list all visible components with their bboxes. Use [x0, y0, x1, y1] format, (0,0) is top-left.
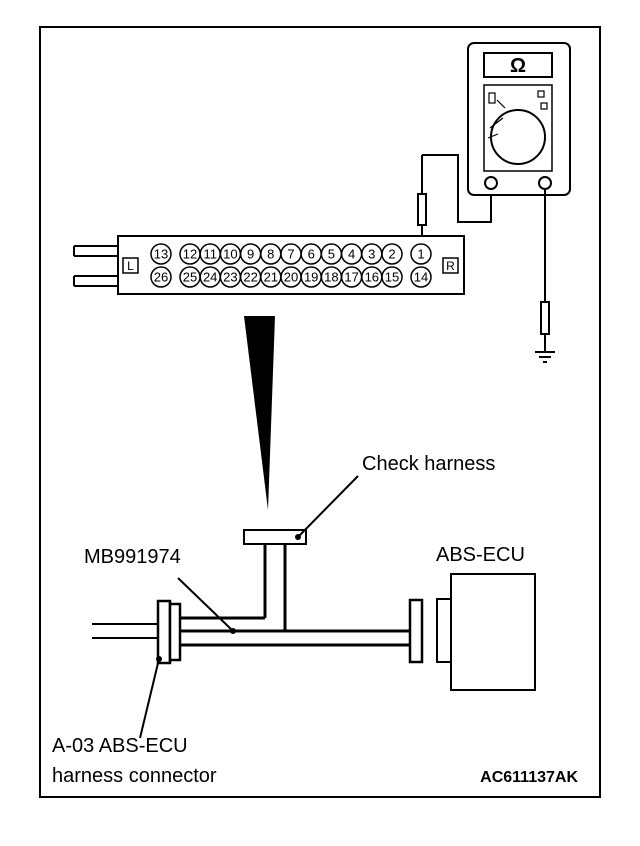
pin-label-12: 12 — [183, 247, 197, 262]
meter-display — [483, 52, 553, 78]
pin-label-7: 7 — [287, 247, 294, 262]
selector-dial — [490, 109, 546, 165]
right-marker-box — [442, 257, 459, 274]
pin-label-25: 25 — [183, 270, 197, 285]
mb991974-harness — [92, 598, 424, 665]
left-connector-flange — [156, 599, 172, 665]
pin-label-15: 15 — [385, 270, 399, 285]
pin-label-9: 9 — [247, 247, 254, 262]
mb-part-label: MB991974 — [84, 546, 181, 568]
pin-label-10: 10 — [223, 247, 237, 262]
pin-label-13: 13 — [154, 247, 168, 262]
pin-circle-14 — [410, 266, 432, 288]
left-marker-box — [122, 257, 139, 274]
abs-ecu — [436, 573, 536, 691]
meter-terminal-positive — [484, 176, 498, 190]
pin-label-21: 21 — [264, 270, 278, 285]
connector-label-line1: A-03 ABS-ECU — [52, 735, 188, 757]
pin-label-18: 18 — [324, 270, 338, 285]
pin-circle-2 — [381, 243, 403, 265]
meter-terminal-negative — [538, 176, 552, 190]
pin-label-20: 20 — [284, 270, 298, 285]
pin-label-2: 2 — [388, 247, 395, 262]
positive-test-probe — [417, 154, 492, 236]
pin-label-11: 11 — [203, 247, 217, 262]
left-marker: L — [127, 259, 134, 273]
pin-label-24: 24 — [203, 270, 217, 285]
probe-lead-positive — [422, 154, 492, 223]
check-harness-leader — [297, 475, 359, 538]
abs-ecu-body — [450, 573, 536, 691]
view-pointer-wedge — [244, 316, 275, 510]
bottom-pin-row: 26 25 24 23 22 21 20 19 18 17 16 15 14 — [150, 266, 432, 288]
connector-leader — [139, 658, 160, 739]
pin-label-4: 4 — [348, 247, 355, 262]
pin-label-3: 3 — [368, 247, 375, 262]
right-marker: R — [446, 259, 455, 273]
pin-label-17: 17 — [344, 270, 358, 285]
pin-label-19: 19 — [304, 270, 318, 285]
ohm-symbol: Ω — [510, 55, 526, 77]
pin-label-22: 22 — [243, 270, 257, 285]
mb-part-leader — [177, 577, 234, 632]
pin-circle-13 — [150, 243, 172, 265]
figure-code: AC611137AK — [480, 769, 578, 786]
check-harness-label: Check harness — [362, 453, 495, 475]
pin-label-14: 14 — [414, 270, 428, 285]
check-harness — [243, 529, 307, 631]
pin-label-8: 8 — [267, 247, 274, 262]
ground-test-probe — [535, 189, 555, 363]
pin-label-23: 23 — [223, 270, 237, 285]
connector-label-line2: harness connector — [52, 765, 217, 787]
pin-label-1: 1 — [417, 247, 424, 262]
pin-circle-26 — [150, 266, 172, 288]
check-harness-plug — [243, 529, 307, 545]
pin-circle-1 — [410, 243, 432, 265]
diagram-frame — [39, 26, 601, 798]
pin-label-5: 5 — [328, 247, 335, 262]
pin-label-16: 16 — [365, 270, 379, 285]
ohmmeter: Ω — [467, 42, 571, 196]
pin-label-6: 6 — [308, 247, 315, 262]
abs-ecu-label: ABS-ECU — [436, 544, 525, 566]
pin-label-26: 26 — [154, 270, 168, 285]
pin-circle-15 — [381, 266, 403, 288]
right-connector-flange — [408, 598, 424, 664]
